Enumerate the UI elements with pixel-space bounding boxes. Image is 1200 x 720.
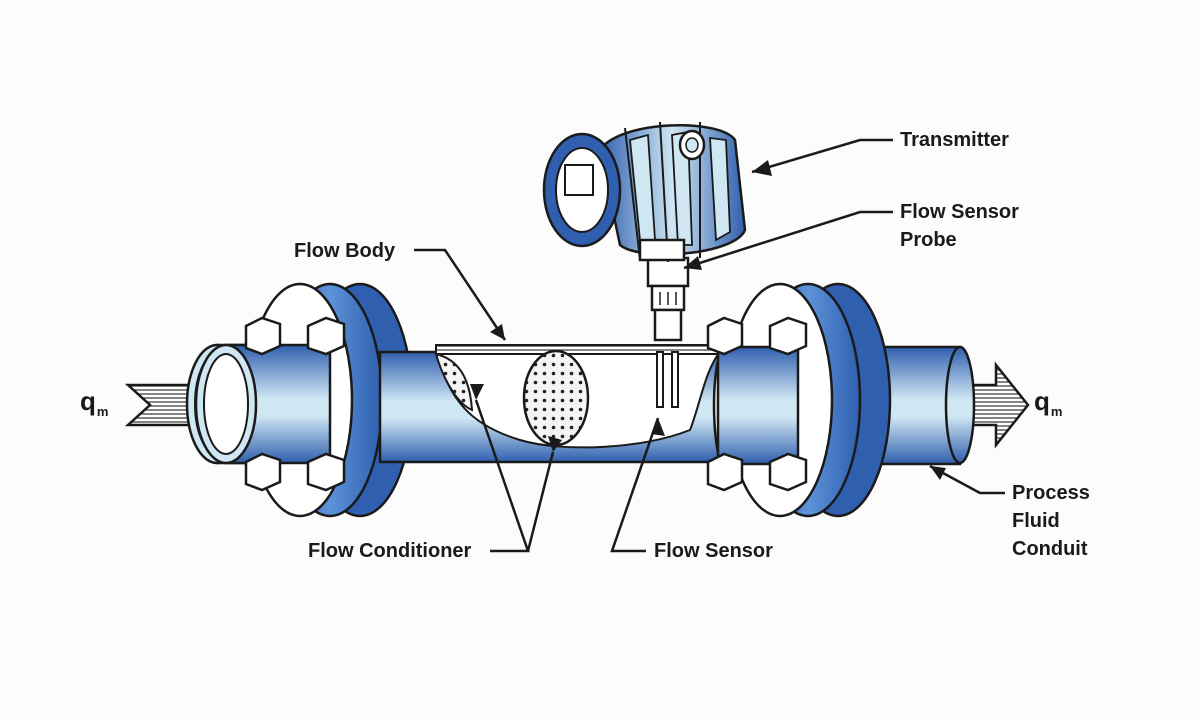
leader-flow-sensor: [610, 417, 660, 553]
label-process-line3: Conduit: [1012, 538, 1088, 560]
label-flow-body: Flow Body: [294, 240, 396, 262]
label-process-line1: Process: [1012, 482, 1090, 504]
left-bolts: [244, 316, 346, 492]
transmitter-head: [542, 121, 747, 263]
leader-conduit: [929, 464, 1005, 495]
label-qm-inlet: qm: [80, 386, 109, 419]
label-qm-outlet: qm: [1034, 386, 1063, 419]
label-flow-sensor-probe-line2: Probe: [900, 229, 957, 251]
flow-sensor-tines: [656, 351, 679, 408]
process-fluid-conduit: [878, 345, 976, 466]
qm-inlet-sub: m: [96, 404, 109, 419]
leader-transmitter: [751, 138, 893, 174]
label-flow-sensor-probe-line1: Flow Sensor: [900, 201, 1019, 223]
leader-arrowheads: [470, 160, 946, 480]
leader-flow-body: [414, 248, 507, 341]
qm-outlet-sub: m: [1050, 404, 1063, 419]
label-flow-conditioner: Flow Conditioner: [308, 540, 472, 562]
qm-outlet-main: q: [1034, 386, 1050, 416]
outlet-pipe: [716, 345, 800, 466]
label-process-fluid-conduit: Process Fluid Conduit: [1012, 479, 1090, 563]
flow-sensor-probe: [646, 256, 690, 342]
qm-inlet-main: q: [80, 386, 96, 416]
label-process-line2: Fluid: [1012, 510, 1060, 532]
leader-probe: [683, 210, 893, 270]
label-flow-sensor: Flow Sensor: [654, 540, 773, 562]
leader-conditioner-b: [526, 451, 555, 552]
leader-lines: [414, 138, 1005, 553]
label-transmitter: Transmitter: [900, 129, 1009, 151]
right-bolts: [706, 316, 808, 492]
label-flow-sensor-probe: Flow Sensor Probe: [900, 198, 1019, 254]
